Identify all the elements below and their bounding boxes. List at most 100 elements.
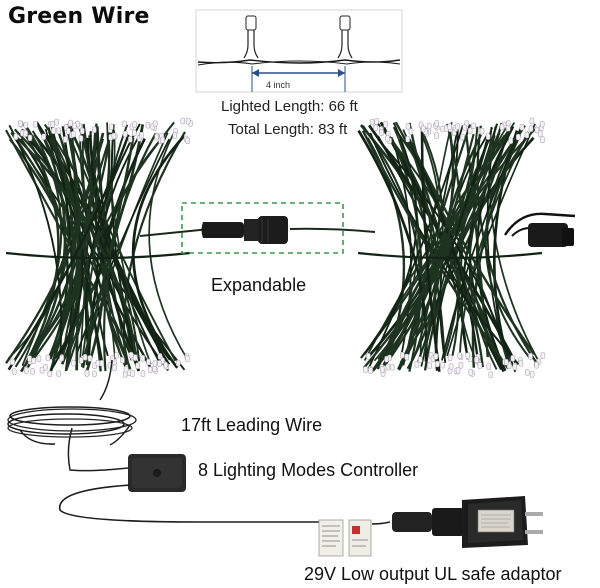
led-bulb — [31, 357, 37, 365]
led-bulb — [109, 123, 114, 131]
led-bulb — [50, 121, 55, 128]
led-bulb — [23, 367, 29, 374]
wire-strand — [84, 123, 141, 359]
led-bulb — [87, 355, 93, 362]
wire-strand — [385, 126, 419, 357]
led-bulb — [499, 123, 505, 131]
light-bundle-left — [5, 117, 193, 378]
led-bulb — [405, 135, 410, 143]
led-bulb — [373, 124, 378, 132]
power-adaptor — [392, 496, 543, 548]
led-bulb — [434, 132, 439, 139]
led-bulb — [528, 353, 533, 360]
wire-strand — [131, 135, 185, 369]
led-bulb — [13, 133, 19, 140]
led-bulb — [404, 353, 409, 361]
led-bulb — [426, 122, 432, 130]
led-bulb — [390, 363, 395, 371]
wire-strand — [423, 129, 523, 371]
wire-strand — [148, 131, 189, 362]
led-bulb — [11, 368, 17, 375]
wire-strand — [471, 134, 522, 368]
led-bulb — [56, 127, 61, 135]
led-bulb — [379, 129, 384, 136]
wire-strand — [361, 130, 510, 370]
led-bulb — [92, 370, 97, 378]
wire-strand — [28, 122, 92, 360]
wire-strand — [420, 124, 441, 372]
diagram-frame — [195, 9, 403, 93]
led-bulb — [41, 133, 46, 141]
wire-strand — [372, 134, 440, 372]
wire-strand — [5, 129, 141, 367]
led-bulb — [175, 359, 181, 367]
wire-strand — [484, 124, 531, 359]
led-bulb — [33, 121, 38, 128]
led-bulb — [71, 359, 76, 367]
led-bulb — [66, 127, 71, 135]
led-bulb — [504, 359, 509, 366]
wire-strand — [7, 134, 130, 371]
ul-tag-1 — [318, 519, 344, 557]
wire-strand — [423, 133, 475, 355]
wire-strand — [10, 131, 138, 360]
led-bulb — [135, 362, 140, 369]
led-bulb — [440, 361, 445, 369]
led-bulb — [467, 127, 473, 135]
wire-to-controller — [67, 427, 129, 472]
wire-strand — [60, 138, 117, 370]
led-bulb — [78, 135, 84, 142]
led-bulb — [140, 370, 146, 377]
led-bulb — [447, 123, 452, 130]
led-bulb — [99, 360, 105, 367]
led-bulb — [477, 362, 483, 369]
led-bulb — [47, 370, 53, 378]
lighted-length: Lighted Length: 66 ft — [221, 98, 358, 115]
led-bulb — [56, 370, 61, 377]
male-plug — [201, 222, 244, 238]
led-bulb — [471, 122, 476, 130]
led-bulb — [84, 370, 90, 377]
led-bulb — [369, 118, 375, 126]
wire-strand — [106, 122, 152, 365]
led-bulb — [68, 119, 73, 127]
led-bulb — [27, 355, 32, 362]
wire-strand — [441, 126, 523, 361]
led-bulb — [468, 369, 474, 376]
wire-strand — [103, 132, 157, 372]
led-bulb — [400, 351, 405, 359]
led-bulb — [525, 369, 530, 376]
led-bulb — [180, 117, 186, 125]
led-bulb — [433, 353, 439, 360]
led-bulb — [82, 354, 88, 361]
led-bulb — [10, 358, 15, 366]
led-bulb — [72, 122, 77, 130]
led-bulb — [537, 130, 543, 138]
wire-strand — [367, 125, 464, 369]
expandable-label: Expandable — [211, 275, 307, 295]
led-bulb — [132, 129, 137, 137]
page-title: Green Wire — [8, 4, 150, 29]
led-bulb — [39, 366, 45, 374]
total-length: Total Length: 83 ft — [228, 121, 348, 138]
dashed-highlight-box — [181, 202, 344, 254]
wire-strand — [8, 124, 63, 355]
led-bulb — [465, 352, 471, 359]
led-bulb — [122, 120, 127, 128]
led-bulb — [435, 360, 440, 368]
led-bulb — [59, 354, 64, 362]
diagram-bulb-right — [337, 15, 353, 59]
wire-strand — [381, 131, 455, 370]
light-bundle-right — [357, 117, 546, 378]
led-bulb — [539, 120, 545, 128]
female-socket — [258, 216, 288, 244]
wire-strand — [26, 132, 112, 368]
wire-to-adaptor — [59, 484, 330, 523]
led-bulb — [36, 355, 42, 362]
led-bulb — [460, 133, 465, 141]
led-bulb — [132, 354, 138, 361]
plug-collar — [244, 219, 258, 241]
led-bulb — [405, 123, 411, 130]
led-bulb — [80, 127, 85, 135]
